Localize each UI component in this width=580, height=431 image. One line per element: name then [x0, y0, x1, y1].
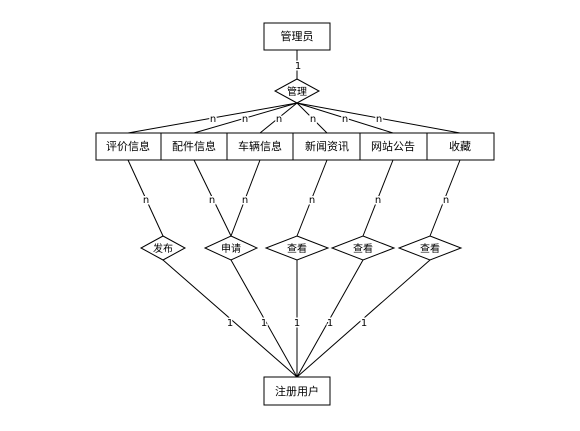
card-view1-user: 1	[294, 318, 300, 329]
card-admin-manage: 1	[295, 61, 301, 72]
card-manage-reviews: n	[210, 114, 216, 125]
card-favorites-view: n	[443, 195, 449, 206]
entity-user: 注册用户	[263, 376, 331, 406]
entity-news-label: 新闻资讯	[305, 139, 349, 153]
card-parts-apply: n	[209, 195, 215, 206]
card-news-view: n	[309, 195, 315, 206]
entity-admin: 管理员	[263, 22, 331, 51]
card-manage-notices: n	[342, 114, 348, 125]
relationship-view-notices-label: 查看	[353, 242, 373, 255]
card-manage-vehicles: n	[276, 114, 282, 125]
relationship-view-favorites-label: 查看	[420, 242, 440, 255]
entity-parts-label: 配件信息	[172, 139, 216, 153]
entity-news: 新闻资讯	[292, 132, 361, 161]
relationship-publish: 发布	[139, 235, 187, 261]
relationship-publish-label: 发布	[153, 242, 173, 255]
entity-notices: 网站公告	[359, 132, 428, 161]
entity-favorites: 收藏	[426, 132, 495, 161]
relationship-view-notices: 查看	[330, 235, 396, 261]
card-manage-news: n	[310, 114, 316, 125]
entity-admin-label: 管理员	[281, 29, 314, 43]
card-notices-view: n	[375, 195, 381, 206]
card-apply-user: 1	[261, 318, 267, 329]
entity-favorites-label: 收藏	[449, 139, 471, 153]
card-view3-user: 1	[361, 318, 367, 329]
relationship-apply-label: 申请	[221, 242, 241, 255]
card-reviews-publish: n	[143, 195, 149, 206]
card-view2-user: 1	[327, 318, 333, 329]
card-manage-favorites: n	[376, 114, 382, 125]
relationship-view-favorites: 查看	[397, 235, 463, 261]
relationship-apply: 申请	[203, 235, 259, 261]
cardinality-labels: 1 n n n n n n n n n n n n 1 1 1 1 1	[141, 60, 450, 331]
entity-reviews: 评价信息	[95, 132, 162, 161]
relationship-view-news-label: 查看	[287, 242, 307, 255]
connector-lines	[127, 50, 461, 378]
entity-vehicles: 车辆信息	[226, 132, 294, 161]
entity-user-label: 注册用户	[275, 384, 319, 398]
relationship-manage: 管理	[273, 78, 321, 104]
card-vehicles-apply: n	[242, 195, 248, 206]
entity-row: 评价信息 配件信息 车辆信息 新闻资讯 网站公告 收藏	[95, 132, 495, 161]
entity-notices-label: 网站公告	[371, 139, 415, 153]
relationship-view-news: 查看	[264, 235, 330, 261]
entity-vehicles-label: 车辆信息	[238, 139, 282, 153]
entity-parts: 配件信息	[160, 132, 228, 161]
card-publish-user: 1	[227, 318, 233, 329]
entity-reviews-label: 评价信息	[106, 139, 150, 153]
relationship-manage-label: 管理	[287, 85, 307, 98]
card-manage-parts: n	[242, 114, 248, 125]
